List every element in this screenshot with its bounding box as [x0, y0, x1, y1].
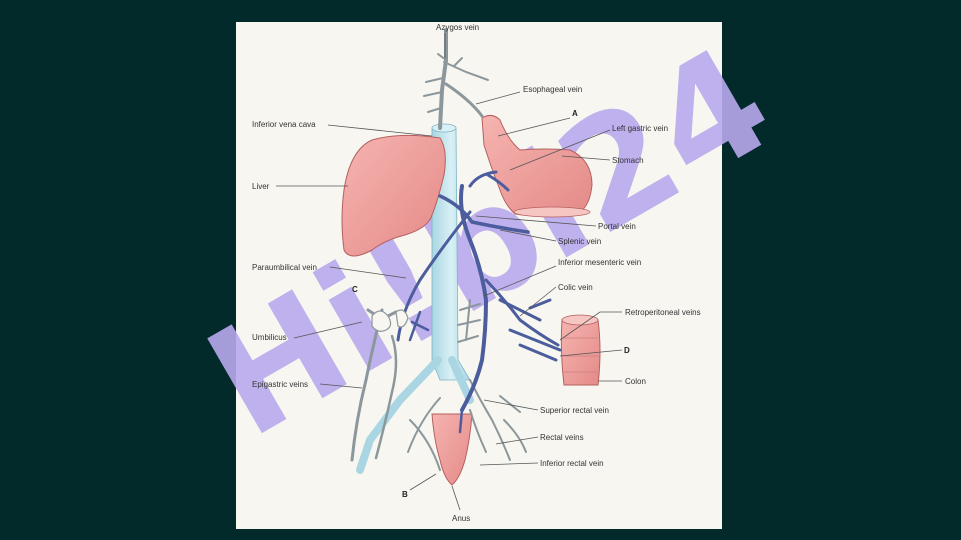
leader-lines — [276, 33, 623, 511]
label-rectal-veins: Rectal veins — [540, 433, 584, 442]
label-anus: Anus — [452, 514, 470, 523]
umbilicus-drawing — [371, 309, 409, 332]
label-liver: Liver — [252, 182, 270, 191]
label-inferior-vena-cava: Inferior vena cava — [252, 120, 316, 129]
label-stomach: Stomach — [612, 156, 644, 165]
liver-drawing — [341, 134, 446, 257]
colon-drawing — [560, 314, 601, 386]
watermark-text: Hi!bi24 — [181, 14, 799, 471]
stomach-drawing — [481, 114, 593, 217]
label-letter-d: D — [624, 346, 630, 355]
label-letter-b: B — [402, 490, 408, 499]
label-colon: Colon — [625, 377, 646, 386]
label-letter-a: A — [572, 109, 578, 118]
label-epigastric-veins: Epigastric veins — [252, 380, 308, 389]
diagram-labels: Azygos vein Esophageal vein A Left gastr… — [252, 23, 701, 523]
label-azygos-vein: Azygos vein — [436, 23, 479, 32]
label-inferior-rectal-vein: Inferior rectal vein — [540, 459, 604, 468]
diagram-panel — [236, 22, 722, 529]
label-splenic-vein: Splenic vein — [558, 237, 601, 246]
label-superior-rectal-vein: Superior rectal vein — [540, 406, 609, 415]
stomach-outlet — [513, 206, 591, 218]
label-esophageal-vein: Esophageal vein — [523, 85, 582, 94]
rectum-drawing — [431, 413, 473, 486]
label-paraumbilical-vein: Paraumbilical vein — [252, 263, 317, 272]
watermark: Hi!bi24 — [181, 14, 799, 471]
label-letter-c: C — [352, 285, 358, 294]
label-left-gastric-vein: Left gastric vein — [612, 124, 668, 133]
label-umbilicus: Umbilicus — [252, 333, 287, 342]
label-inferior-mesenteric-vein: Inferior mesenteric vein — [558, 258, 641, 267]
label-portal-vein: Portal vein — [598, 222, 636, 231]
label-colic-vein: Colic vein — [558, 283, 593, 292]
label-retroperitoneal-veins: Retroperitoneal veins — [625, 308, 701, 317]
